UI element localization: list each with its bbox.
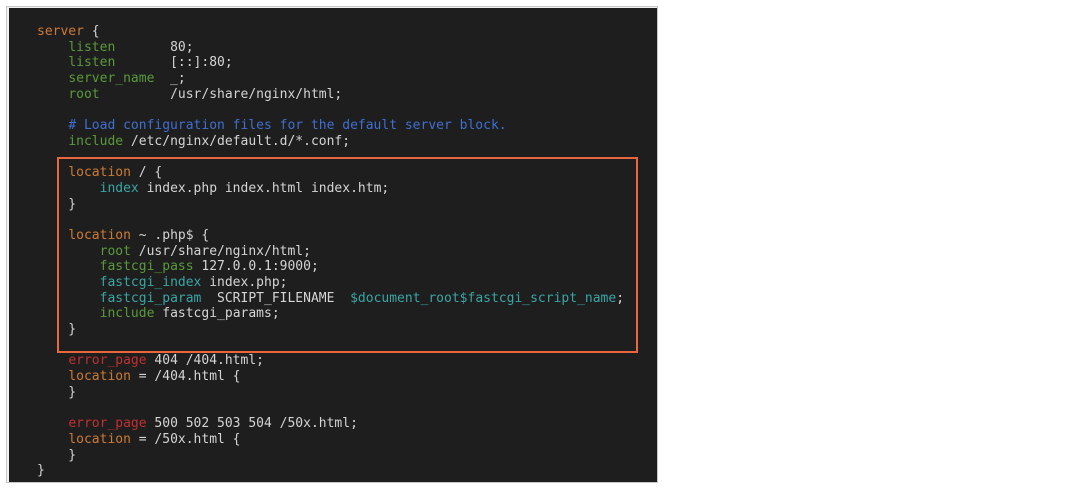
code-line: include fastcgi_params; (37, 306, 624, 322)
code-token: = /50x.html { (130, 431, 241, 447)
code-token (37, 71, 68, 86)
code-token: error_page (68, 416, 147, 432)
code-line: } (37, 385, 624, 401)
code-line: index index.php index.html index.htm; (37, 181, 624, 197)
code-token: [::]:80; (115, 55, 233, 71)
code-token: 80; (115, 39, 194, 55)
code-token (37, 306, 100, 321)
code-token (37, 118, 68, 133)
code-token: } (37, 322, 77, 338)
code-token: root (99, 243, 131, 259)
code-token: listen (68, 55, 116, 71)
code-token: 500 502 503 504 /50x.html; (146, 416, 358, 432)
code-token: root (68, 86, 100, 102)
code-token: = /404.html { (130, 369, 241, 385)
code-editor[interactable]: server { listen 80; listen [::]:80; serv… (9, 8, 657, 482)
code-token: # Load configuration files for the defau… (68, 118, 507, 134)
code-token (37, 275, 100, 290)
code-token (37, 87, 68, 102)
code-token (37, 353, 68, 368)
code-token (37, 432, 68, 447)
code-line (37, 102, 624, 118)
code-token: location (68, 165, 131, 181)
code-line: # Load configuration files for the defau… (37, 118, 624, 134)
code-line: root /usr/share/nginx/html; (37, 244, 624, 260)
code-line: listen 80; (37, 40, 624, 56)
code-token: fastcgi_param (99, 290, 202, 306)
code-line: fastcgi_param SCRIPT_FILENAME $document_… (37, 291, 624, 307)
code-token (37, 55, 68, 70)
code-token (37, 291, 100, 306)
code-token: $document_root$fastcgi_script_name (350, 290, 617, 306)
code-line (37, 212, 624, 228)
code-token: index.php; (201, 275, 288, 290)
code-token: fastcgi_params; (154, 306, 280, 322)
code-token (37, 416, 68, 431)
code-line: } (37, 197, 624, 213)
code-token (37, 181, 100, 196)
code-line: location = /404.html { (37, 369, 624, 385)
code-line: fastcgi_index index.php; (37, 275, 624, 291)
code-line: location / { (37, 165, 624, 181)
code-token (37, 134, 68, 149)
code-token: server_name (68, 71, 155, 87)
code-token (37, 40, 68, 55)
code-token: location (68, 431, 131, 447)
code-token: fastcgi_pass (99, 259, 194, 275)
code-line: fastcgi_pass 127.0.0.1:9000; (37, 259, 624, 275)
code-line: error_page 500 502 503 504 /50x.html; (37, 416, 624, 432)
code-token: } (37, 447, 77, 463)
code-token (37, 259, 100, 274)
code-token: 127.0.0.1:9000; (193, 259, 319, 275)
code-line: include /etc/nginx/default.d/*.conf; (37, 134, 624, 150)
code-token: } (37, 196, 77, 212)
code-token (37, 244, 100, 259)
code-token: server (37, 24, 84, 39)
code-line: server { (37, 24, 624, 40)
code-token: /usr/share/nginx/html; (130, 243, 311, 259)
code-line: server_name _; (37, 71, 624, 87)
code-token: index (99, 180, 139, 196)
code-token: SCRIPT_FILENAME (201, 290, 351, 306)
code-token (37, 369, 68, 384)
code-token: ~ .php$ { (130, 227, 210, 243)
code-line (37, 401, 624, 417)
code-line: location = /50x.html { (37, 432, 624, 448)
code-line: location ~ .php$ { (37, 228, 624, 244)
code-token: location (68, 227, 131, 243)
code-token: } (37, 384, 77, 400)
code-line: } (37, 322, 624, 338)
code-line: listen [::]:80; (37, 55, 624, 71)
code-token: / { (130, 165, 163, 181)
code-line: root /usr/share/nginx/html; (37, 87, 624, 103)
code-token (37, 228, 68, 243)
code-token: { (83, 24, 100, 39)
code-token: location (68, 369, 131, 385)
code-line: } (37, 463, 624, 479)
code-line (37, 338, 624, 354)
code-token: index.php index.html index.htm; (138, 180, 390, 196)
code-token: /usr/share/nginx/html; (99, 86, 343, 102)
code-token (37, 165, 68, 180)
code-line: } (37, 448, 624, 464)
code-line (37, 150, 624, 166)
code-token: } (37, 463, 45, 479)
nginx-config-code: server { listen 80; listen [::]:80; serv… (37, 24, 624, 479)
code-line: error_page 404 /404.html; (37, 353, 624, 369)
code-token: ; (616, 290, 625, 306)
code-token: 404 /404.html; (146, 353, 264, 369)
code-token: include (99, 306, 155, 322)
code-token: /etc/nginx/default.d/*.conf; (123, 133, 351, 149)
code-token: listen (68, 39, 116, 55)
code-token: error_page (68, 353, 147, 369)
code-token: fastcgi_index (99, 275, 202, 290)
code-token: include (68, 133, 124, 149)
code-token: _; (154, 71, 186, 87)
